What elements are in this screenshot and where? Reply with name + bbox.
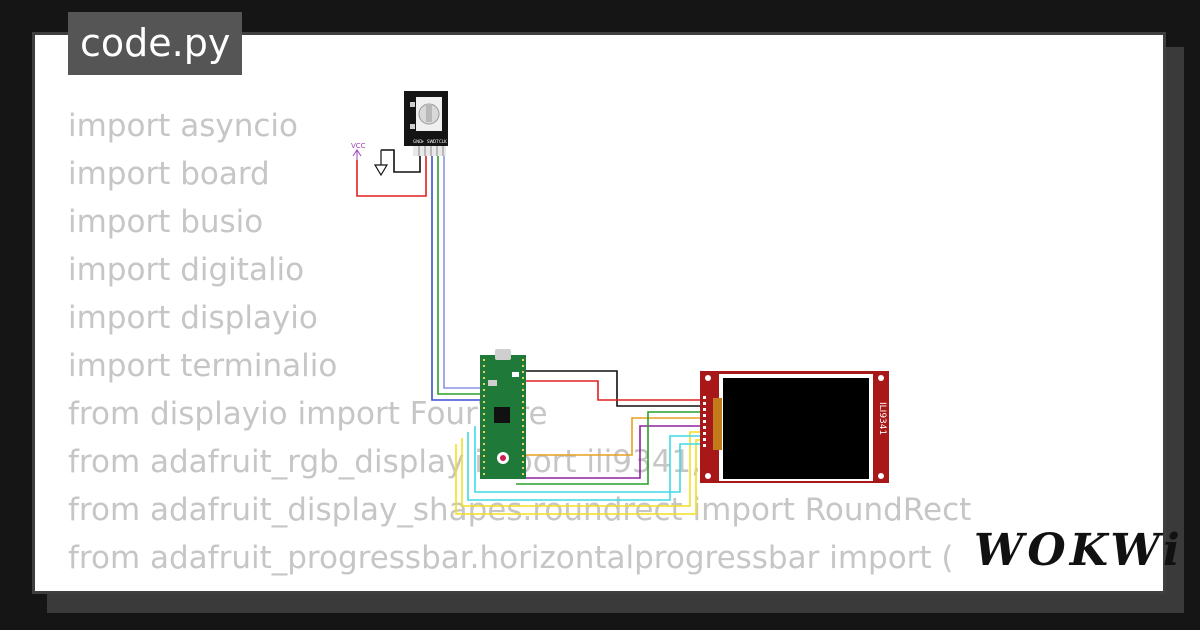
pico-pin <box>522 371 524 373</box>
raspberry-pi-pico <box>480 349 526 479</box>
code-line: HorizontalProgressBar, <box>68 582 971 591</box>
pico-pin <box>483 389 485 391</box>
pico-pin <box>483 371 485 373</box>
display-pin-header <box>703 396 706 447</box>
pico-pin <box>522 365 524 367</box>
pico-pin <box>483 431 485 433</box>
pico-pin <box>483 437 485 439</box>
pico-pin <box>522 425 524 427</box>
code-line: import digitalio <box>68 252 305 288</box>
code-line: from adafruit_display_shapes.roundrect i… <box>68 492 972 528</box>
pico-pin <box>483 407 485 409</box>
pico-pin <box>483 383 485 385</box>
pico-pin <box>483 359 485 361</box>
pico-pin <box>483 401 485 403</box>
ili9341-display: ILI9341 <box>700 371 889 483</box>
file-tab[interactable]: code.py <box>68 12 243 75</box>
pico-pin <box>483 449 485 451</box>
pico-pin-headers <box>483 359 524 475</box>
encoder-pin-label: + <box>421 139 424 144</box>
pico-pin <box>483 455 485 457</box>
pico-pin <box>522 437 524 439</box>
wires-encoder <box>356 149 482 401</box>
display-model-label: ILI9341 <box>877 402 887 435</box>
pico-pin <box>483 377 485 379</box>
pico-pin <box>522 359 524 361</box>
pico-pin <box>522 395 524 397</box>
wokwi-logo: WOKWi <box>974 525 1184 576</box>
vcc-label: VCC <box>351 142 366 150</box>
rotary-encoder: GND + SW DT CLK <box>404 91 448 156</box>
gnd-symbol <box>373 150 389 177</box>
encoder-pin-label: DT <box>433 139 439 144</box>
pico-pin <box>522 473 524 475</box>
pico-pin <box>522 431 524 433</box>
pico-pin <box>483 461 485 463</box>
display-pin <box>703 438 706 441</box>
pico-pin <box>522 467 524 469</box>
display-pin <box>703 426 706 429</box>
pico-pin <box>483 467 485 469</box>
code-line: import displayio <box>68 300 318 336</box>
encoder-pin-label: SW <box>427 139 434 144</box>
pico-pin <box>522 455 524 457</box>
display-pin <box>703 444 706 447</box>
pico-pin <box>522 407 524 409</box>
code-line: import asyncio <box>68 108 298 144</box>
vcc-symbol: VCC <box>351 142 366 160</box>
display-pin <box>703 432 706 435</box>
preview-card: import asyncio import board import busio… <box>32 32 1166 594</box>
encoder-pin-label: CLK <box>439 139 447 144</box>
encoder-pin-label: GND <box>413 139 422 144</box>
code-line: from adafruit_progressbar.horizontalprog… <box>68 540 954 576</box>
code-line: import terminalio <box>68 348 338 384</box>
display-pin <box>703 414 706 417</box>
pico-pin <box>522 443 524 445</box>
pico-pin <box>522 413 524 415</box>
display-pin <box>703 402 706 405</box>
code-line: import board <box>68 156 270 192</box>
display-pin <box>703 408 706 411</box>
pico-pin <box>483 473 485 475</box>
pico-pin <box>522 449 524 451</box>
pico-pin <box>483 365 485 367</box>
pico-pin <box>483 443 485 445</box>
pico-pin <box>522 389 524 391</box>
display-pin <box>703 396 706 399</box>
pico-pin <box>483 413 485 415</box>
pico-pin <box>522 377 524 379</box>
pico-pin <box>522 419 524 421</box>
pico-pin <box>522 401 524 403</box>
pico-pin <box>483 419 485 421</box>
pico-pin <box>522 461 524 463</box>
wires-display <box>455 370 702 515</box>
code-line: from displayio import FourWire <box>68 396 548 432</box>
pico-pin <box>483 395 485 397</box>
display-pin <box>703 420 706 423</box>
pico-pin <box>483 425 485 427</box>
code-line: import busio <box>68 204 264 240</box>
pico-pin <box>522 383 524 385</box>
